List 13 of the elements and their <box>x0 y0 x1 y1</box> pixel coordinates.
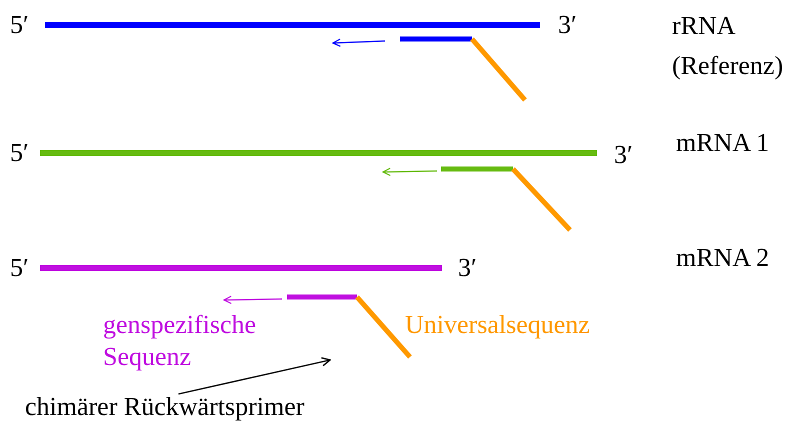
strand-end-label: 5′ <box>10 138 29 168</box>
strand-name: mRNA 2 <box>676 243 770 273</box>
annotation-text: chimärer Rückwärtsprimer <box>25 392 304 422</box>
strand-end-label: 5′ <box>10 253 29 283</box>
strand-end-label: 3′ <box>558 10 577 40</box>
leader-line <box>178 357 331 395</box>
strand-end-label: 3′ <box>458 253 477 283</box>
strand-name: rRNA (Referenz) <box>672 10 784 82</box>
sequence-label: genspezifische Sequenz <box>103 309 258 373</box>
strand-end-label: 3′ <box>614 140 633 170</box>
strand-name: mRNA 1 <box>676 128 770 158</box>
strand-end-label: 5′ <box>10 10 29 40</box>
sequence-label: Universalsequenz <box>405 310 590 340</box>
